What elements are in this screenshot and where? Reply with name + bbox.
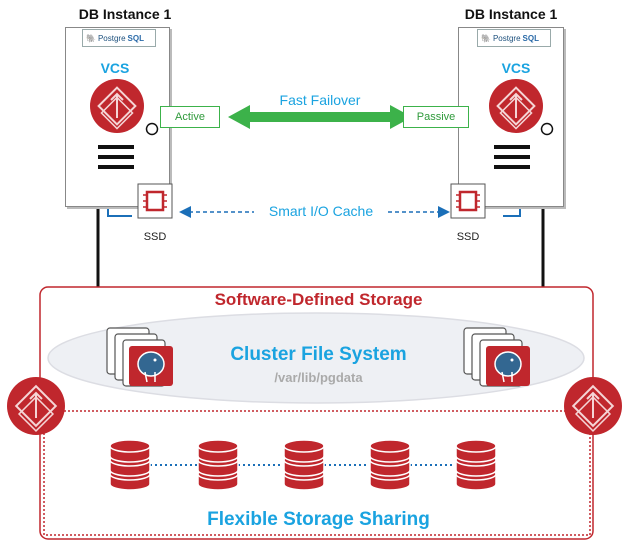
ssd-label-right: SSD: [456, 231, 480, 243]
database-cylinder-icon: [283, 439, 325, 491]
ssd-label-left: SSD: [143, 231, 167, 243]
drive-bays-left: [98, 145, 134, 169]
instance-title-right: DB Instance 1: [464, 6, 558, 22]
status-passive: Passive: [403, 106, 469, 128]
postgres-elephant-icon: [137, 351, 165, 383]
drive-bays-right: [494, 145, 530, 169]
badge-prefix-left: Postgre: [97, 33, 126, 43]
cluster-file-system-title: Cluster File System: [230, 344, 407, 365]
power-indicator-right: [540, 122, 554, 136]
fast-failover-label: Fast Failover: [279, 92, 361, 108]
chip-icon: [137, 183, 173, 219]
smart-io-cache-label: Smart I/O Cache: [268, 203, 374, 219]
instance-title-left: DB Instance 1: [78, 6, 172, 22]
postgres-files-right: [463, 327, 530, 387]
postgres-elephant-icon: [494, 351, 522, 383]
software-defined-storage-title: Software-Defined Storage: [214, 290, 423, 309]
veritas-diamond-icon: [489, 79, 543, 133]
veritas-diamond-icon: [90, 79, 144, 133]
postgres-elephant-icon: 🐘: [86, 33, 96, 43]
database-cylinder-icon: [369, 439, 411, 491]
chip-icon: [450, 183, 486, 219]
database-cylinder-icon: [109, 439, 151, 491]
database-cylinder-icon: [197, 439, 239, 491]
postgres-elephant-icon: 🐘: [481, 33, 491, 43]
flexible-storage-sharing-title: Flexible Storage Sharing: [207, 509, 430, 530]
badge-prefix-right: Postgre: [492, 33, 521, 43]
badge-suffix-right: SQL: [522, 33, 539, 43]
pgdata-path: /var/lib/pgdata: [274, 370, 363, 385]
vcs-label-left: VCS: [100, 60, 130, 76]
postgres-files-left: [106, 327, 173, 387]
status-active: Active: [160, 106, 220, 128]
veritas-diamond-icon: [7, 377, 65, 435]
badge-suffix-left: SQL: [127, 33, 144, 43]
veritas-diamond-icon: [564, 377, 622, 435]
power-indicator-left: [145, 122, 159, 136]
vcs-label-right: VCS: [501, 60, 531, 76]
database-cylinder-icon: [455, 439, 497, 491]
